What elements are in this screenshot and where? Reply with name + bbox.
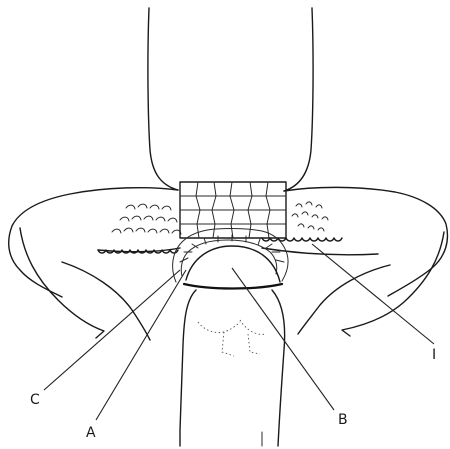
leader-line-b <box>232 268 334 410</box>
leader-line-c <box>44 270 180 390</box>
upper-body <box>148 8 313 191</box>
central-cell-block <box>180 182 286 238</box>
disc <box>184 246 282 289</box>
label-b: B <box>338 412 348 428</box>
left-lobe <box>9 188 180 340</box>
leader-line-a <box>96 270 186 420</box>
cell-ring <box>173 228 288 282</box>
label-a: A <box>86 425 96 441</box>
left-scale-arcs <box>98 204 181 253</box>
lower-stalk <box>180 290 285 446</box>
label-c: C <box>30 392 40 408</box>
right-scale-dots <box>262 202 342 241</box>
right-lobe <box>262 187 447 336</box>
label-d: I <box>432 347 436 363</box>
